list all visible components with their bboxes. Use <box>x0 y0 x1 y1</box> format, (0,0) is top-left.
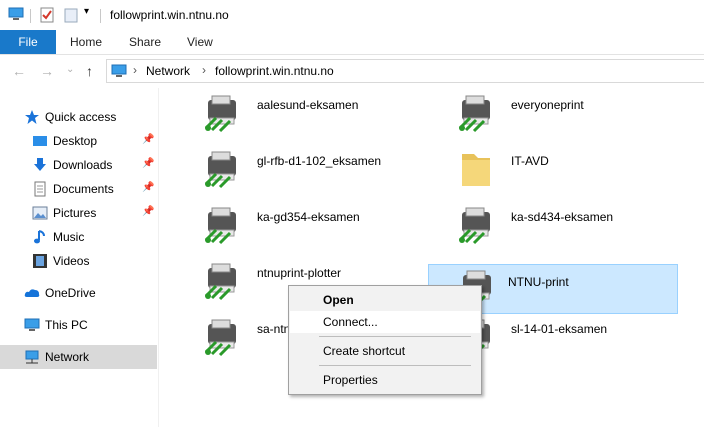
computer-icon <box>24 317 40 333</box>
printer-icon <box>202 262 246 302</box>
menu-separator <box>319 336 471 337</box>
printer-icon <box>202 318 246 358</box>
computer-icon <box>111 64 127 81</box>
sidebar-item-network[interactable]: Network <box>0 345 157 369</box>
sidebar-item-videos[interactable]: Videos <box>0 249 157 273</box>
printer-icon <box>202 94 246 134</box>
item-label: NTNU-print <box>508 275 569 289</box>
computer-icon[interactable] <box>8 7 24 24</box>
menu-item-label: Connect... <box>323 315 378 329</box>
cloud-icon <box>24 285 40 301</box>
navigation-bar: ← → ⌄ ↑ › Network › followprint.win.ntnu… <box>0 55 704 87</box>
menu-item-create-shortcut[interactable]: Create shortcut <box>290 340 480 362</box>
video-film-icon <box>32 253 48 269</box>
sidebar-item-label: Pictures <box>53 206 97 220</box>
list-item[interactable]: ntnuprint-plotter <box>164 256 414 306</box>
item-label: ka-sd434-eksamen <box>511 210 614 224</box>
title-bar: ▾ followprint.win.ntnu.no <box>0 0 704 30</box>
address-bar[interactable]: › Network › followprint.win.ntnu.no <box>106 59 704 83</box>
forward-arrow-icon[interactable]: → <box>40 63 54 79</box>
navigation-pane: Quick access Desktop 📌 Downloads 📌 Docum… <box>0 96 157 427</box>
documents-icon <box>32 181 48 197</box>
ribbon-tabs: File Home Share View <box>0 30 704 55</box>
list-item[interactable]: sa-ntnu <box>164 312 414 362</box>
printer-icon <box>456 206 500 246</box>
menu-item-connect[interactable]: Connect... <box>290 311 480 333</box>
item-label: ntnuprint-plotter <box>257 266 342 280</box>
menu-item-properties[interactable]: Properties <box>290 369 480 391</box>
item-label: sl-14-01-eksamen <box>511 322 608 336</box>
tab-home[interactable]: Home <box>70 35 103 49</box>
download-arrow-icon <box>32 157 48 173</box>
menu-separator <box>319 365 471 366</box>
sidebar-item-label: This PC <box>45 318 88 332</box>
customize-dropdown-icon[interactable]: ▾ <box>84 6 90 17</box>
star-icon <box>24 109 40 125</box>
pin-icon[interactable]: 📌 <box>142 134 155 145</box>
printer-icon <box>202 150 246 190</box>
music-note-icon <box>32 229 48 245</box>
properties-checklist-icon[interactable] <box>40 7 54 26</box>
printer-icon <box>202 206 246 246</box>
pin-icon[interactable]: 📌 <box>142 158 155 169</box>
sidebar-item-label: OneDrive <box>45 286 96 300</box>
tab-view[interactable]: View <box>187 35 213 49</box>
sidebar-item-label: Network <box>45 350 90 364</box>
item-label: sa-ntnu <box>257 322 298 336</box>
item-label: everyoneprint <box>511 98 584 112</box>
menu-item-label: Properties <box>323 373 378 387</box>
menu-item-label: Open <box>323 293 354 307</box>
up-arrow-icon[interactable]: ↑ <box>86 63 93 79</box>
item-label: IT-AVD <box>511 154 549 168</box>
menu-item-label: Create shortcut <box>323 344 406 358</box>
list-item[interactable]: IT-AVD <box>418 144 668 194</box>
item-label: aalesund-eksamen <box>257 98 359 112</box>
printer-icon <box>456 94 500 134</box>
sidebar-item-quick-access[interactable]: Quick access <box>0 105 157 129</box>
list-item[interactable]: ka-gd354-eksamen <box>164 200 414 250</box>
desktop-folder-icon <box>32 133 48 149</box>
sidebar-item-desktop[interactable]: Desktop 📌 <box>0 129 157 153</box>
menu-item-open[interactable]: Open <box>290 289 480 311</box>
breadcrumb-server[interactable]: followprint.win.ntnu.no <box>215 64 334 78</box>
pin-icon[interactable]: 📌 <box>142 206 155 217</box>
sidebar-item-this-pc[interactable]: This PC <box>0 313 157 337</box>
list-item[interactable]: gl-rfb-d1-102_eksamen <box>164 144 414 194</box>
sidebar-item-music[interactable]: Music <box>0 225 157 249</box>
tab-share[interactable]: Share <box>129 35 162 49</box>
sidebar-item-pictures[interactable]: Pictures 📌 <box>0 201 157 225</box>
breadcrumb-chevron-icon[interactable]: › <box>133 63 137 77</box>
pin-icon[interactable]: 📌 <box>142 182 155 193</box>
file-tab[interactable]: File <box>0 30 56 54</box>
title-separator <box>100 9 101 23</box>
back-arrow-icon[interactable]: ← <box>12 63 26 79</box>
sidebar-item-label: Quick access <box>45 110 117 124</box>
title-separator <box>30 9 31 23</box>
sidebar-item-label: Music <box>53 230 85 244</box>
list-item[interactable]: ka-sd434-eksamen <box>418 200 668 250</box>
new-folder-icon[interactable] <box>64 7 78 26</box>
sidebar-item-onedrive[interactable]: OneDrive <box>0 281 157 305</box>
sidebar-item-downloads[interactable]: Downloads 📌 <box>0 153 157 177</box>
sidebar-item-label: Documents <box>53 182 114 196</box>
breadcrumb-network[interactable]: Network <box>146 64 191 78</box>
pictures-icon <box>32 205 48 221</box>
item-label: ka-gd354-eksamen <box>257 210 360 224</box>
item-label: gl-rfb-d1-102_eksamen <box>257 154 382 168</box>
sidebar-item-documents[interactable]: Documents 📌 <box>0 177 157 201</box>
sidebar-item-label: Downloads <box>53 158 113 172</box>
window-title: followprint.win.ntnu.no <box>110 8 229 22</box>
pane-divider[interactable] <box>158 88 159 427</box>
breadcrumb-chevron-icon[interactable]: › <box>202 63 206 77</box>
folder-icon <box>456 150 500 190</box>
list-item[interactable]: everyoneprint <box>418 88 668 138</box>
context-menu: Open Connect... Create shortcut Properti… <box>288 285 482 395</box>
sidebar-item-label: Desktop <box>53 134 98 148</box>
network-icon <box>24 349 40 365</box>
sidebar-item-label: Videos <box>53 254 90 268</box>
recent-locations-chevron-icon[interactable]: ⌄ <box>66 64 75 75</box>
list-item[interactable]: aalesund-eksamen <box>164 88 414 138</box>
